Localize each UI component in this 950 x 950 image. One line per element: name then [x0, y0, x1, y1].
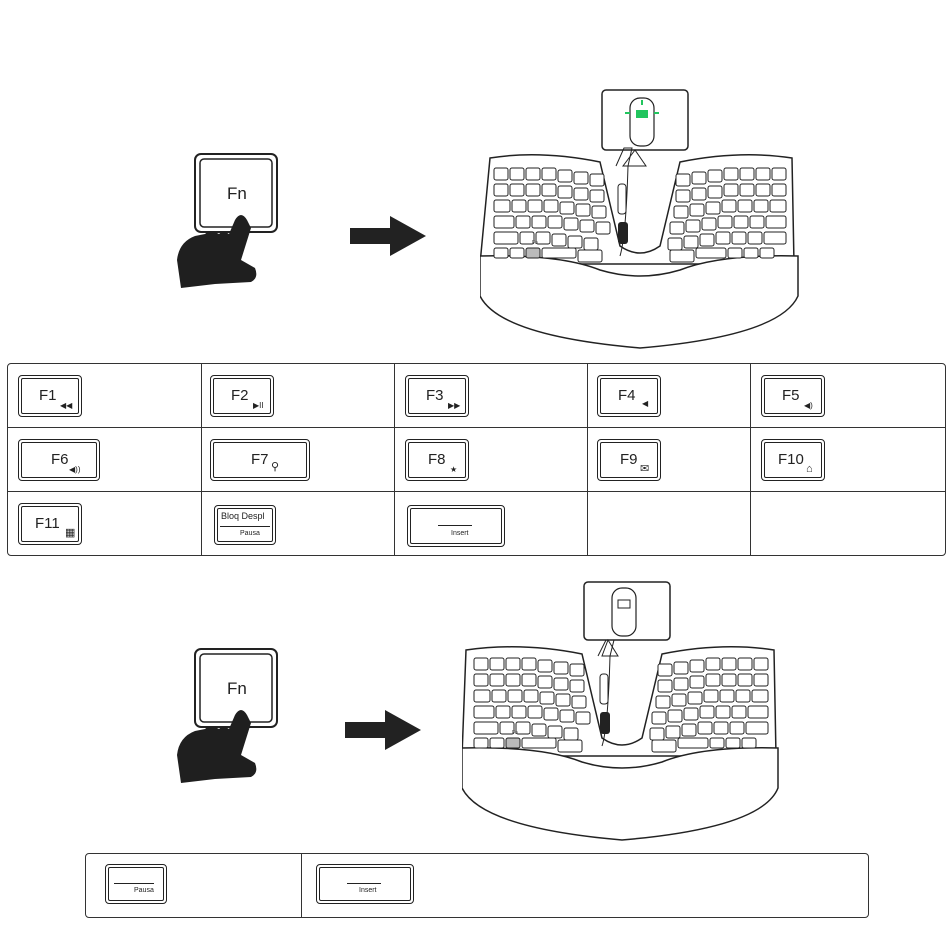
star-icon: ★	[450, 466, 457, 474]
f7-key: F7 ⚲	[210, 439, 310, 481]
table-col-divider	[750, 364, 751, 555]
fn-key-illustration-top: Fn	[175, 150, 285, 295]
f1-key: F1 ◀◀	[18, 375, 82, 417]
f10-key: F10 ⌂	[761, 439, 825, 481]
table-col-divider	[587, 364, 588, 555]
mute-icon: ◀	[642, 400, 648, 408]
secondary-key-table	[85, 853, 869, 918]
keyboard-illustration-bottom: Fn	[462, 578, 782, 842]
scroll-lock-pause-key: Bloq Despl Pausa	[214, 505, 276, 545]
f5-key: F5 ◀)	[761, 375, 825, 417]
f4-key: F4 ◀	[597, 375, 661, 417]
f9-key: F9 ✉	[597, 439, 661, 481]
pause-key: Pausa	[105, 864, 167, 904]
table-col-divider	[301, 854, 302, 917]
insert-key: Insert	[407, 505, 505, 547]
keyboard-illustration-top: Fn	[480, 86, 800, 350]
f8-key: F8 ★	[405, 439, 469, 481]
fast-forward-icon: ▶▶	[448, 402, 460, 410]
fn-key-illustration-bottom: Fn	[175, 645, 285, 790]
volume-down-icon: ◀)	[804, 402, 813, 410]
rewind-icon: ◀◀	[60, 402, 72, 410]
insert-key-bottom: Insert	[316, 864, 414, 904]
calculator-icon: ▦	[65, 528, 75, 539]
fn-key-label: Fn	[227, 184, 247, 204]
volume-up-icon: ◀))	[69, 466, 80, 474]
arrow-right-icon	[350, 216, 426, 256]
f6-key: F6 ◀))	[18, 439, 100, 481]
f3-key: F3 ▶▶	[405, 375, 469, 417]
mail-icon: ✉	[640, 464, 649, 475]
keyboard-fn-key-label: Fn	[512, 730, 518, 736]
f11-key: F11 ▦	[18, 503, 82, 545]
search-icon: ⚲	[271, 462, 279, 473]
home-icon: ⌂	[806, 464, 813, 475]
table-col-divider	[394, 364, 395, 555]
keyboard-fn-key-label: Fn	[532, 240, 538, 246]
led-indicator-icon	[636, 110, 648, 118]
arrow-right-icon	[345, 710, 421, 750]
f2-key: F2 ▶II	[210, 375, 274, 417]
table-row-divider	[8, 427, 945, 428]
table-col-divider	[201, 364, 202, 555]
play-pause-icon: ▶II	[253, 402, 264, 410]
fn-key-label: Fn	[227, 679, 247, 699]
table-row-divider	[8, 491, 945, 492]
